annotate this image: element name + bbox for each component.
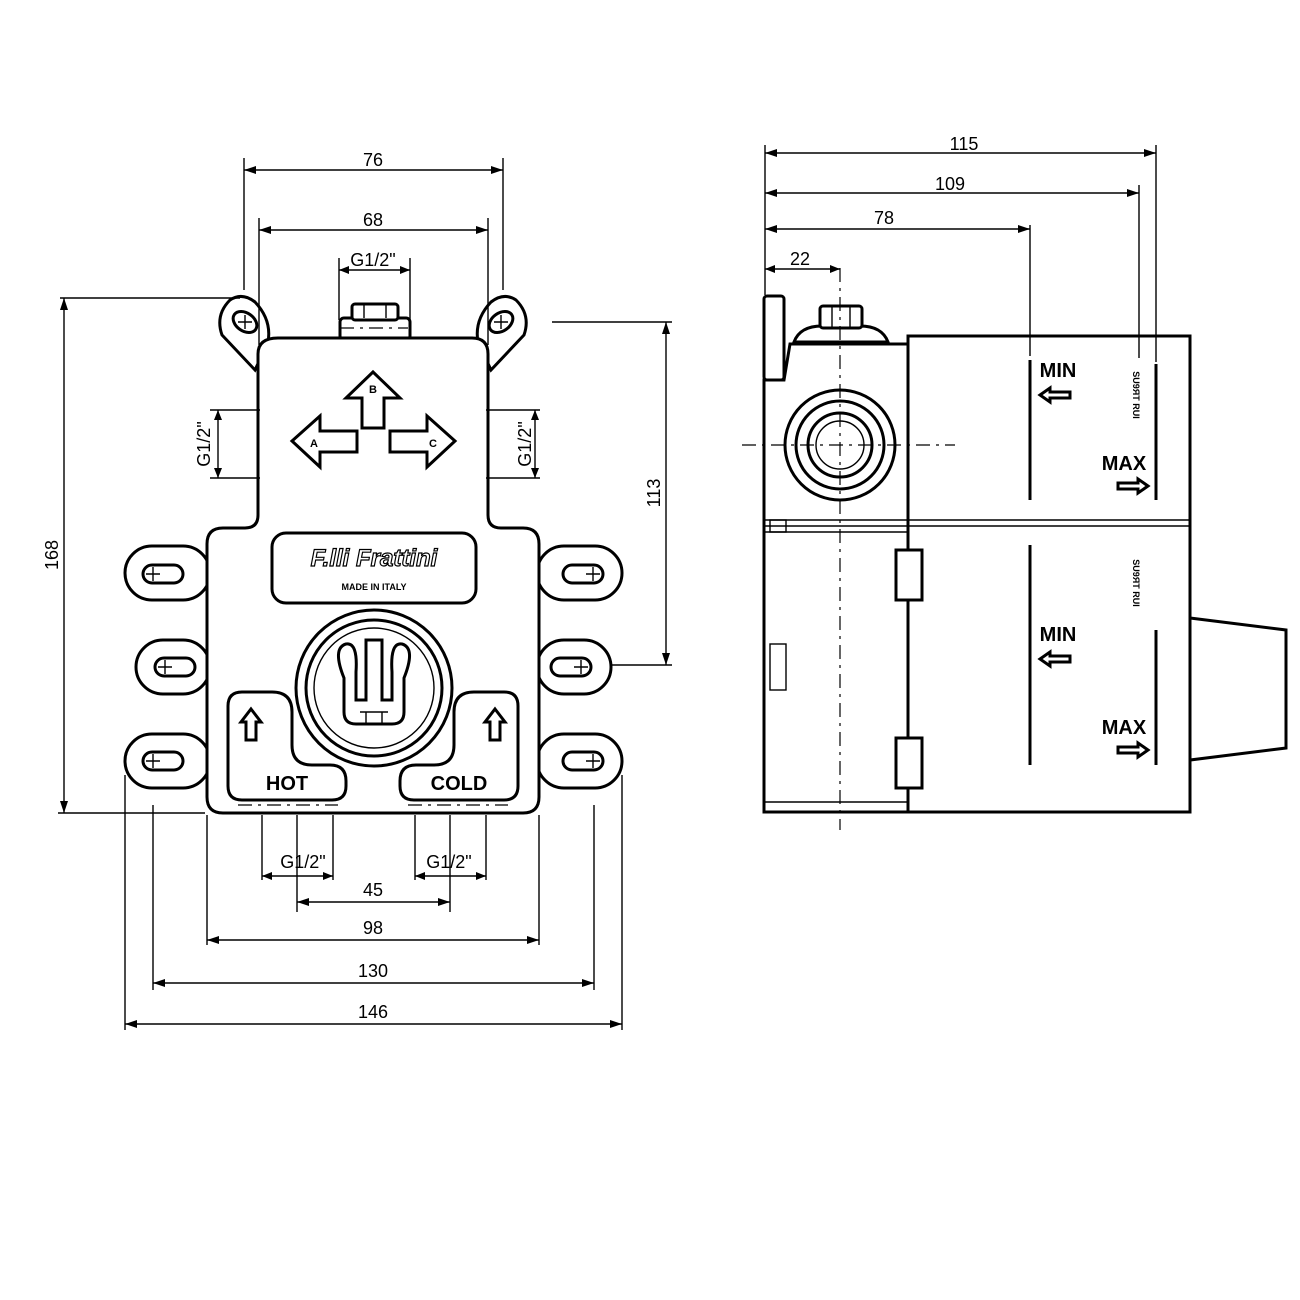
brand-plate: F.lli Frattini MADE IN ITALY <box>270 531 478 605</box>
vertical-mark-top: SU9ЯT RUI <box>1131 371 1141 418</box>
outlet-b-label: B <box>369 384 377 396</box>
outlet-c-arrow-icon: C <box>388 412 458 471</box>
front-view: B A C F.lli Frattini MADE IN ITALY <box>42 150 672 1030</box>
side-extension-lines <box>764 145 1157 362</box>
dim-height-upper: 113 <box>644 479 664 508</box>
min-label-bottom: MIN <box>1040 624 1077 646</box>
dim-top-inner: 68 <box>363 210 383 230</box>
side-housing-box <box>906 334 1192 814</box>
dim-holes-width: 130 <box>358 961 388 981</box>
dim-height-total: 168 <box>42 540 62 570</box>
dim-right-thread: G1/2" <box>515 421 535 466</box>
dim-hot-thread: G1/2" <box>280 852 325 872</box>
side-flange <box>762 294 786 382</box>
dim-top-outer: 76 <box>363 150 383 170</box>
hot-label: HOT <box>266 773 308 795</box>
max-label-bottom: MAX <box>1102 717 1147 739</box>
side-top-nut <box>791 304 891 344</box>
hot-inlet-panel: HOT <box>226 690 348 802</box>
dim-top-thread: G1/2" <box>350 250 395 270</box>
vertical-mark-bottom: SU9ЯT RUI <box>1131 559 1141 606</box>
outlet-b-arrow-icon: B <box>342 369 404 430</box>
dim-depth-total: 115 <box>950 134 979 154</box>
front-dimension-lines: 76 68 G1/2" G1/2" G1/2" 168 113 G1/2" <box>42 150 670 1028</box>
min-label-top: MIN <box>1040 360 1077 382</box>
max-label-top: MAX <box>1102 453 1147 475</box>
min-arrow-bottom-icon <box>1037 649 1072 669</box>
brand-name: F.lli Frattini <box>311 545 439 572</box>
dim-cold-thread: G1/2" <box>426 852 471 872</box>
min-arrow-top-icon <box>1037 385 1072 405</box>
outlet-a-arrow-icon: A <box>289 412 359 471</box>
front-extension-lines <box>58 158 672 1030</box>
cold-inlet-panel: COLD <box>398 690 520 802</box>
cold-label: COLD <box>431 773 488 795</box>
side-inlet-stub <box>1188 616 1288 762</box>
top-left-ear <box>218 295 271 373</box>
side-dimension-lines: 115 109 78 22 <box>765 134 1156 273</box>
dim-body-width: 98 <box>363 918 383 938</box>
outlet-c-label: C <box>429 438 437 450</box>
dim-inlet-spacing: 45 <box>363 880 383 900</box>
max-arrow-top-icon <box>1116 476 1151 496</box>
side-view: MIN MAX MIN MAX SU9ЯT RUI SU9ЯT RUI 115 … <box>742 134 1288 830</box>
dim-depth-78: 78 <box>874 208 894 228</box>
top-right-ear <box>475 295 528 373</box>
cartridge-icon <box>294 608 454 768</box>
valve-body <box>205 336 541 815</box>
max-arrow-bottom-icon <box>1116 740 1151 760</box>
made-in-label: MADE IN ITALY <box>341 582 406 592</box>
side-tabs <box>123 544 624 790</box>
outlet-a-label: A <box>310 438 318 450</box>
dim-overall-width: 146 <box>358 1002 388 1022</box>
dim-depth-109: 109 <box>935 174 965 194</box>
dim-depth-22: 22 <box>790 249 810 269</box>
side-clip-2 <box>894 736 924 790</box>
top-outlet-nut <box>338 302 412 342</box>
dim-left-thread: G1/2" <box>194 421 214 466</box>
side-clip-1 <box>894 548 924 602</box>
